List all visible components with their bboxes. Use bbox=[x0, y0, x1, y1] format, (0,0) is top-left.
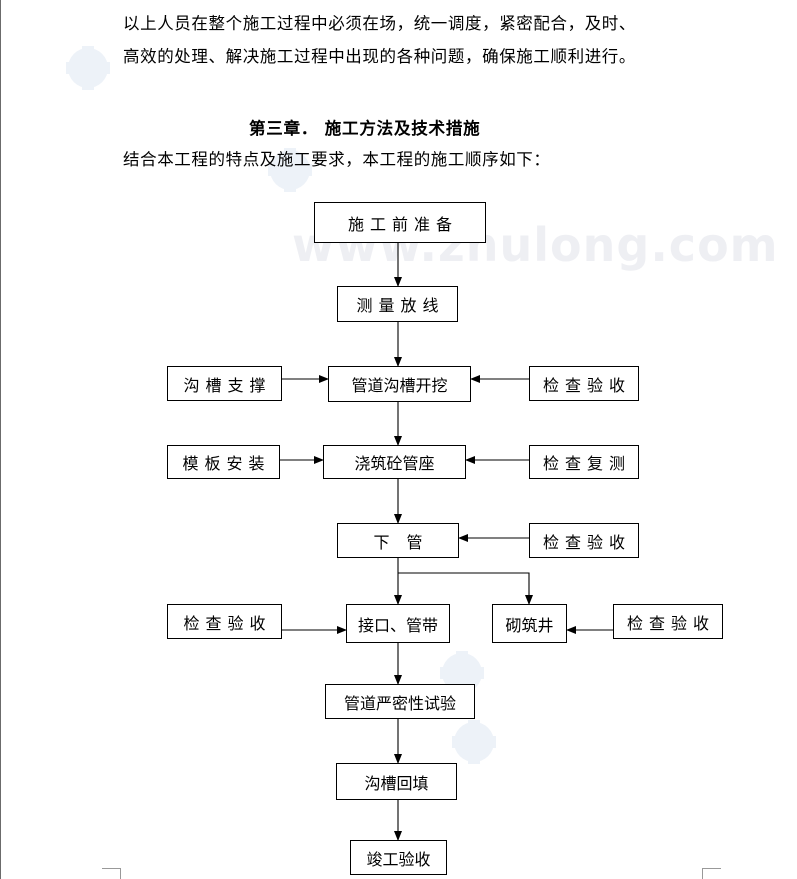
box-completion: 竣工验收 bbox=[350, 840, 447, 875]
paragraph-line-2: 高效的处理、解决施工过程中出现的各种问题，确保施工顺利进行。 bbox=[123, 47, 636, 66]
page-corner-mark-left bbox=[102, 868, 121, 879]
box-prep: 施工前准备 bbox=[314, 202, 486, 243]
intro-text: 结合本工程的特点及施工要求，本工程的施工顺序如下： bbox=[123, 150, 551, 169]
chapter-heading: 第三章． 施工方法及技术措施 bbox=[249, 119, 481, 138]
page-corner-mark-right bbox=[702, 868, 721, 879]
box-inspection-1: 检查验收 bbox=[529, 366, 639, 401]
box-survey: 测量放线 bbox=[337, 286, 458, 322]
box-inspection-4: 检查验收 bbox=[613, 604, 723, 639]
page-left-border bbox=[0, 0, 1, 879]
box-joint-band: 接口、管带 bbox=[346, 604, 450, 643]
box-tightness-test: 管道严密性试验 bbox=[325, 684, 475, 719]
box-pour-base: 浇筑砼管座 bbox=[323, 445, 466, 479]
emblem-icon bbox=[452, 720, 496, 764]
box-inspection-2: 检查验收 bbox=[529, 523, 639, 558]
box-recheck: 检查复测 bbox=[529, 445, 639, 479]
box-lay-pipe: 下 管 bbox=[337, 523, 459, 558]
arrow-laypipe-to-well bbox=[398, 572, 533, 605]
box-trench-support: 沟槽支撑 bbox=[167, 366, 282, 401]
box-masonry-well: 砌筑井 bbox=[492, 604, 567, 643]
emblem-icon bbox=[66, 46, 110, 90]
box-formwork: 模板安装 bbox=[167, 445, 280, 479]
box-trench-excavation: 管道沟槽开挖 bbox=[328, 366, 471, 402]
box-inspection-3: 检查验收 bbox=[167, 604, 282, 639]
emblem-icon bbox=[268, 148, 312, 192]
box-backfill: 沟槽回填 bbox=[336, 763, 457, 800]
paragraph-line-1: 以上人员在整个施工过程中必须在场，统一调度，紧密配合，及时、 bbox=[123, 14, 636, 33]
